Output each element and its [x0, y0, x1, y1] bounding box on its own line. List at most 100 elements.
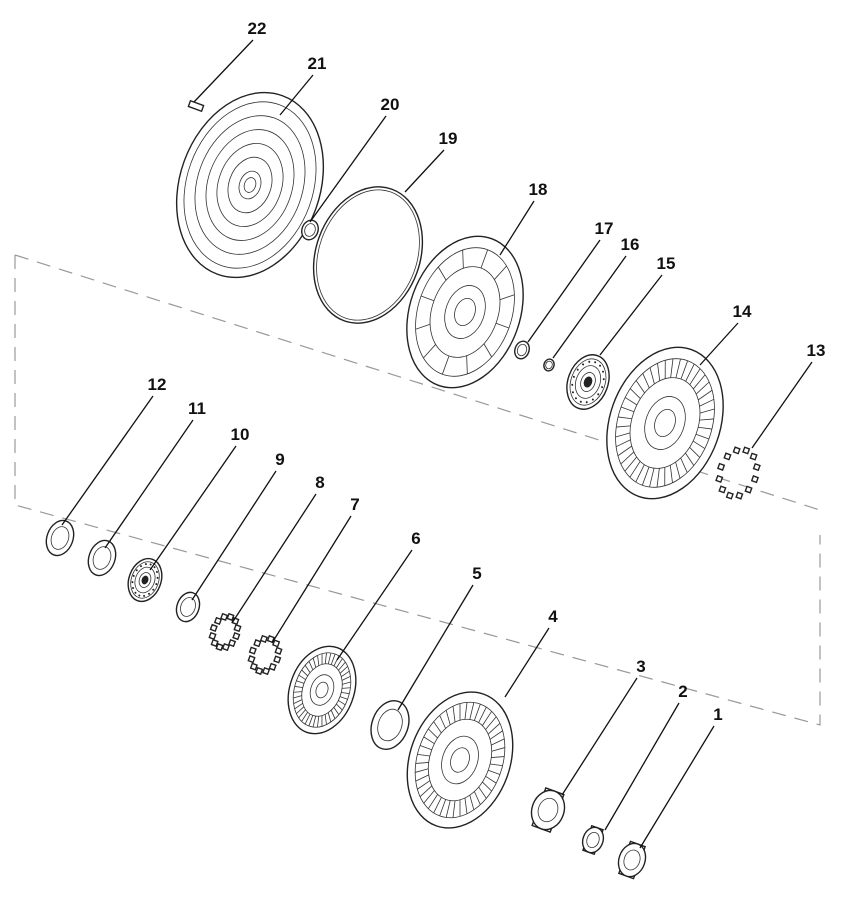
parts-group	[45, 91, 761, 880]
part-16	[543, 358, 555, 372]
part-1	[617, 840, 647, 880]
part-7-segment	[253, 639, 262, 648]
part-7-segment	[272, 639, 281, 648]
part-7-segment	[274, 646, 283, 655]
part-11	[87, 539, 117, 577]
part-6	[287, 645, 357, 735]
leader-line-13	[751, 361, 813, 449]
callout-7: 7	[350, 495, 359, 514]
callout-8: 8	[315, 473, 324, 492]
part-7-segment	[261, 666, 271, 676]
callout-1: 1	[713, 705, 722, 724]
part-21	[175, 91, 325, 279]
part-8-segment	[232, 632, 241, 641]
callout-17: 17	[595, 219, 614, 238]
callout-21: 21	[308, 54, 327, 73]
part-13-segment	[716, 462, 726, 471]
leader-line-7	[271, 515, 352, 644]
part-8-segment	[213, 616, 223, 626]
leader-line-8	[231, 493, 317, 624]
part-8-segment	[215, 642, 224, 652]
part-19	[312, 186, 424, 324]
part-3	[530, 787, 566, 833]
leader-line-17	[527, 239, 601, 343]
callout-4: 4	[548, 607, 558, 626]
leader-line-10	[149, 445, 237, 571]
part-17	[514, 340, 530, 360]
part-13-segment	[752, 462, 761, 472]
part-13-segment	[735, 491, 744, 500]
part-10	[127, 557, 163, 603]
part-9	[175, 591, 201, 623]
part-7-segment	[249, 662, 258, 671]
callout-20: 20	[381, 95, 400, 114]
part-15	[566, 354, 610, 410]
part-13-segment	[749, 452, 758, 461]
part-14	[606, 346, 724, 500]
part-7-segment	[259, 634, 269, 644]
part-7-segment	[248, 646, 257, 655]
part-13-segment	[744, 485, 753, 494]
part-13-segment	[732, 446, 741, 455]
part-8-segment	[221, 642, 231, 652]
leader-line-19	[404, 149, 445, 193]
leader-line-11	[104, 419, 194, 549]
part-8-segment	[210, 638, 219, 648]
part-2	[581, 824, 605, 856]
part-7-segment	[268, 662, 277, 671]
leader-line-20	[309, 115, 387, 223]
leader-line-18	[499, 200, 535, 256]
leader-line-21	[279, 74, 314, 116]
callout-13: 13	[807, 341, 826, 360]
part-13-segment	[742, 446, 751, 455]
part-4	[406, 691, 514, 829]
callout-9: 9	[275, 450, 284, 469]
callout-11: 11	[188, 399, 206, 418]
part-8	[208, 612, 242, 652]
callout-5: 5	[472, 564, 481, 583]
part-7-segment	[266, 634, 275, 644]
callout-19: 19	[439, 129, 458, 148]
callout-22: 22	[248, 19, 267, 38]
leader-line-6	[336, 549, 413, 661]
leader-line-3	[561, 677, 638, 796]
part-7-segment	[247, 655, 256, 664]
leader-line-5	[397, 584, 474, 711]
callout-15: 15	[657, 254, 676, 273]
callout-14: 14	[733, 302, 752, 321]
part-7	[247, 634, 283, 676]
leader-line-22	[193, 39, 254, 103]
leader-line-9	[191, 470, 277, 601]
part-8-segment	[209, 623, 218, 632]
leader-line-2	[604, 702, 680, 831]
callout-16: 16	[621, 235, 640, 254]
part-8-segment	[233, 623, 242, 633]
callout-3: 3	[636, 657, 645, 676]
leader-line-1	[639, 725, 715, 849]
callout-18: 18	[529, 180, 548, 199]
part-5	[370, 700, 410, 750]
part-8-segment	[227, 638, 237, 648]
part-7-segment	[255, 666, 264, 676]
part-18	[406, 235, 524, 389]
part-8-segment	[219, 612, 229, 622]
part-7-segment	[273, 655, 282, 664]
part-20	[301, 219, 319, 241]
part-13-segment	[723, 452, 732, 461]
leader-lines	[61, 39, 813, 849]
callout-6: 6	[411, 529, 420, 548]
leader-line-16	[552, 255, 627, 359]
part-13-segment	[718, 485, 727, 494]
leader-line-14	[699, 322, 739, 366]
callout-12: 12	[148, 375, 167, 394]
callout-2: 2	[678, 682, 687, 701]
part-13-segment	[715, 474, 724, 484]
part-13	[715, 446, 761, 500]
leader-line-12	[61, 395, 154, 526]
callout-10: 10	[231, 425, 250, 444]
part-13-segment	[725, 491, 734, 500]
part-8-segment	[226, 612, 235, 622]
